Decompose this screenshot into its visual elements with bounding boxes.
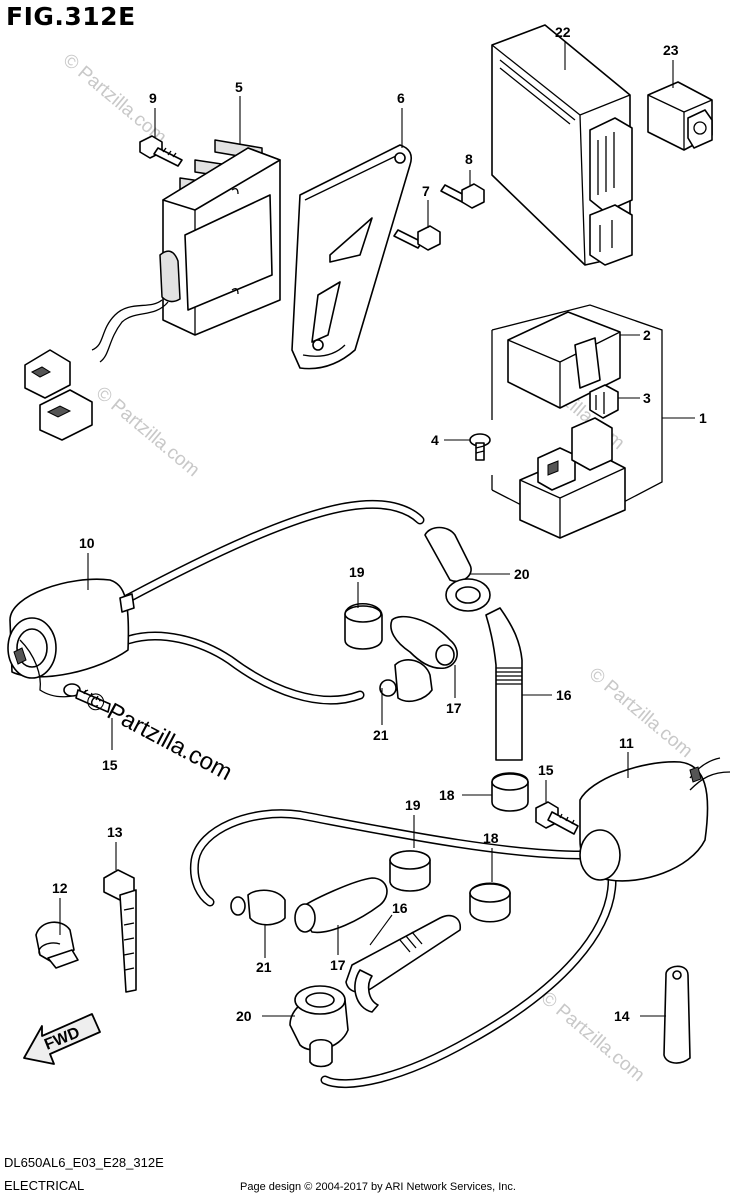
bolt-part-7[interactable] <box>393 225 441 251</box>
screw-part-4[interactable] <box>469 433 491 461</box>
ignition-coil-part-10[interactable] <box>7 499 425 705</box>
forward-arrow: FWD <box>23 1013 101 1065</box>
callout-21-rear: 21 <box>256 959 272 975</box>
callout-16-rear: 16 <box>392 900 408 916</box>
clip-part-14[interactable] <box>663 965 691 1064</box>
seal-part-18-rear[interactable] <box>469 882 511 923</box>
ecm-part-22[interactable] <box>491 24 633 266</box>
callout-21-front: 21 <box>373 727 389 743</box>
bolt-part-9[interactable] <box>139 135 183 167</box>
callout-14: 14 <box>614 1008 630 1024</box>
callout-19-front: 19 <box>349 564 365 580</box>
watermark: © Partzilla.com <box>92 383 204 481</box>
callouts: 9 5 6 7 8 22 23 1 2 3 4 10 11 15 15 19 2… <box>52 24 707 1024</box>
cable-tie-part-13[interactable] <box>103 869 137 993</box>
ignition-coil-part-11[interactable] <box>189 757 731 1089</box>
bolt-part-15-front[interactable] <box>63 683 111 713</box>
plug-cap-part-17-front[interactable] <box>390 615 458 670</box>
section-name: ELECTRICAL <box>4 1178 85 1193</box>
relay-cover-part-2[interactable] <box>507 311 621 409</box>
callout-5: 5 <box>235 79 243 95</box>
plug-cap-part-17-rear[interactable] <box>294 877 388 934</box>
clamp-part-12[interactable] <box>35 921 79 969</box>
callout-9: 9 <box>149 90 157 106</box>
watermark: © Partzilla.com <box>537 988 649 1086</box>
callout-18-front: 18 <box>439 787 455 803</box>
relay-base-part-1[interactable] <box>519 417 626 539</box>
seal-part-20-front[interactable] <box>424 526 491 612</box>
callout-7: 7 <box>422 183 430 199</box>
callout-3: 3 <box>643 390 651 406</box>
callout-22: 22 <box>555 24 571 40</box>
callout-8: 8 <box>465 151 473 167</box>
callout-19-rear: 19 <box>405 797 421 813</box>
bracket-part-6[interactable] <box>291 144 413 370</box>
boot-part-21-rear[interactable] <box>230 889 286 926</box>
callout-23: 23 <box>663 42 679 58</box>
callout-20-front: 20 <box>514 566 530 582</box>
callout-18-rear: 18 <box>483 830 499 846</box>
page-credit: Page design © 2004-2017 by ARI Network S… <box>240 1181 516 1193</box>
callout-17-front: 17 <box>446 700 462 716</box>
callout-6: 6 <box>397 90 405 106</box>
callout-2: 2 <box>643 327 651 343</box>
seal-part-19-rear[interactable] <box>389 850 431 892</box>
fuse-part-3[interactable] <box>589 384 619 419</box>
callout-15-rear: 15 <box>538 762 554 778</box>
callout-4: 4 <box>431 432 439 448</box>
seal-part-18-front[interactable] <box>491 772 529 812</box>
callout-20-rear: 20 <box>236 1008 252 1024</box>
seal-part-20-rear[interactable] <box>289 985 349 1068</box>
callout-1: 1 <box>699 410 707 426</box>
callout-17-rear: 17 <box>330 957 346 973</box>
callout-12: 12 <box>52 880 68 896</box>
bolt-part-8[interactable] <box>440 183 485 209</box>
connector-part-23[interactable] <box>647 81 713 151</box>
callout-11: 11 <box>619 735 634 751</box>
callout-10: 10 <box>79 535 95 551</box>
lead-part-16-rear[interactable] <box>345 914 462 1013</box>
figure-title: FIG.312E <box>6 2 136 31</box>
watermark: © Partzilla.com <box>585 664 697 762</box>
callout-13: 13 <box>107 824 123 840</box>
callout-16-front: 16 <box>556 687 572 703</box>
seal-part-19-front[interactable] <box>344 603 383 650</box>
leader-lines <box>59 42 695 1017</box>
lead-part-16-front[interactable] <box>485 607 523 761</box>
bolt-part-15-rear[interactable] <box>535 801 579 835</box>
regulator-rectifier-part-5[interactable] <box>24 139 281 441</box>
boot-part-21-front[interactable] <box>379 659 433 702</box>
callout-15-front: 15 <box>102 757 118 773</box>
diagram-code: DL650AL6_E03_E28_312E <box>4 1155 164 1170</box>
